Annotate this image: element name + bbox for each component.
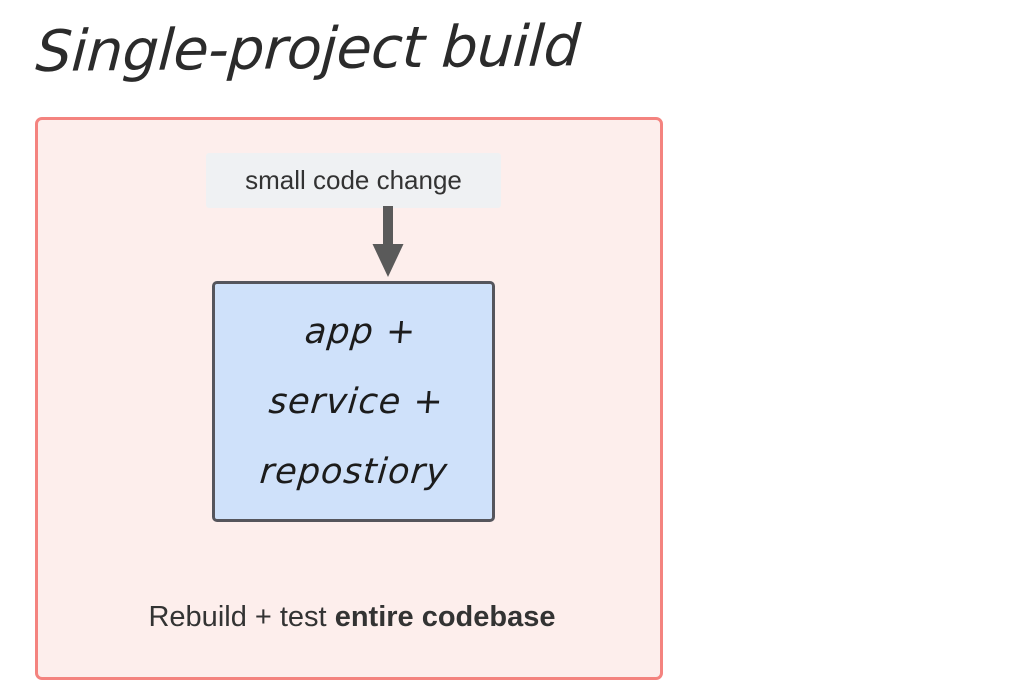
monolith-line-service: service + [267, 381, 446, 422]
small-code-change-chip: small code change [206, 153, 501, 208]
monolith-box: app + service + repostiory [212, 281, 495, 522]
monolith-line-repository: repostiory [257, 451, 450, 492]
monolith-line-app: app + [303, 311, 418, 352]
page-title: Single-project build [34, 13, 582, 85]
rebuild-caption-emphasis: entire codebase [334, 601, 556, 633]
rebuild-caption-prefix: Rebuild + test [148, 601, 335, 633]
small-code-change-label: small code change [245, 165, 462, 195]
arrow-down-icon [372, 206, 404, 278]
rebuild-caption: Rebuild + test entire codebase [38, 601, 666, 634]
single-project-build-container: small code change app + service + repost… [35, 117, 663, 680]
